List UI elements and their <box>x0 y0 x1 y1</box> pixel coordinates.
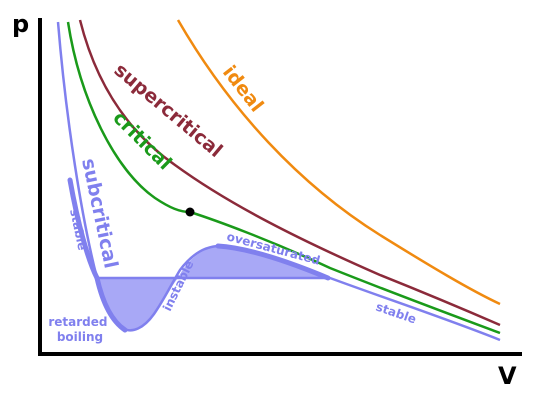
stable-right-label: stable <box>374 300 418 327</box>
retarded-boiling-line-2: boiling <box>57 330 103 344</box>
retarded-boiling-line-1: retarded <box>48 315 107 329</box>
x-axis-label: V <box>498 362 517 390</box>
metastable-region-left <box>97 278 178 331</box>
critical-point <box>185 207 195 217</box>
stable-left-segment <box>67 177 100 281</box>
ideal-label: ideal <box>218 62 268 117</box>
oversaturated-segment <box>215 243 331 281</box>
subcritical-curve <box>56 21 501 342</box>
ideal-curve <box>176 19 501 306</box>
y-axis-label: p <box>12 10 29 38</box>
retarded-boiling-segment <box>94 275 128 333</box>
supercritical-curve <box>78 19 501 327</box>
metastable-region-right <box>178 246 328 278</box>
stable-left-label: stable <box>67 208 89 252</box>
retarded-boiling-label: retarded boiling <box>48 315 111 344</box>
critical-curve <box>66 21 501 335</box>
